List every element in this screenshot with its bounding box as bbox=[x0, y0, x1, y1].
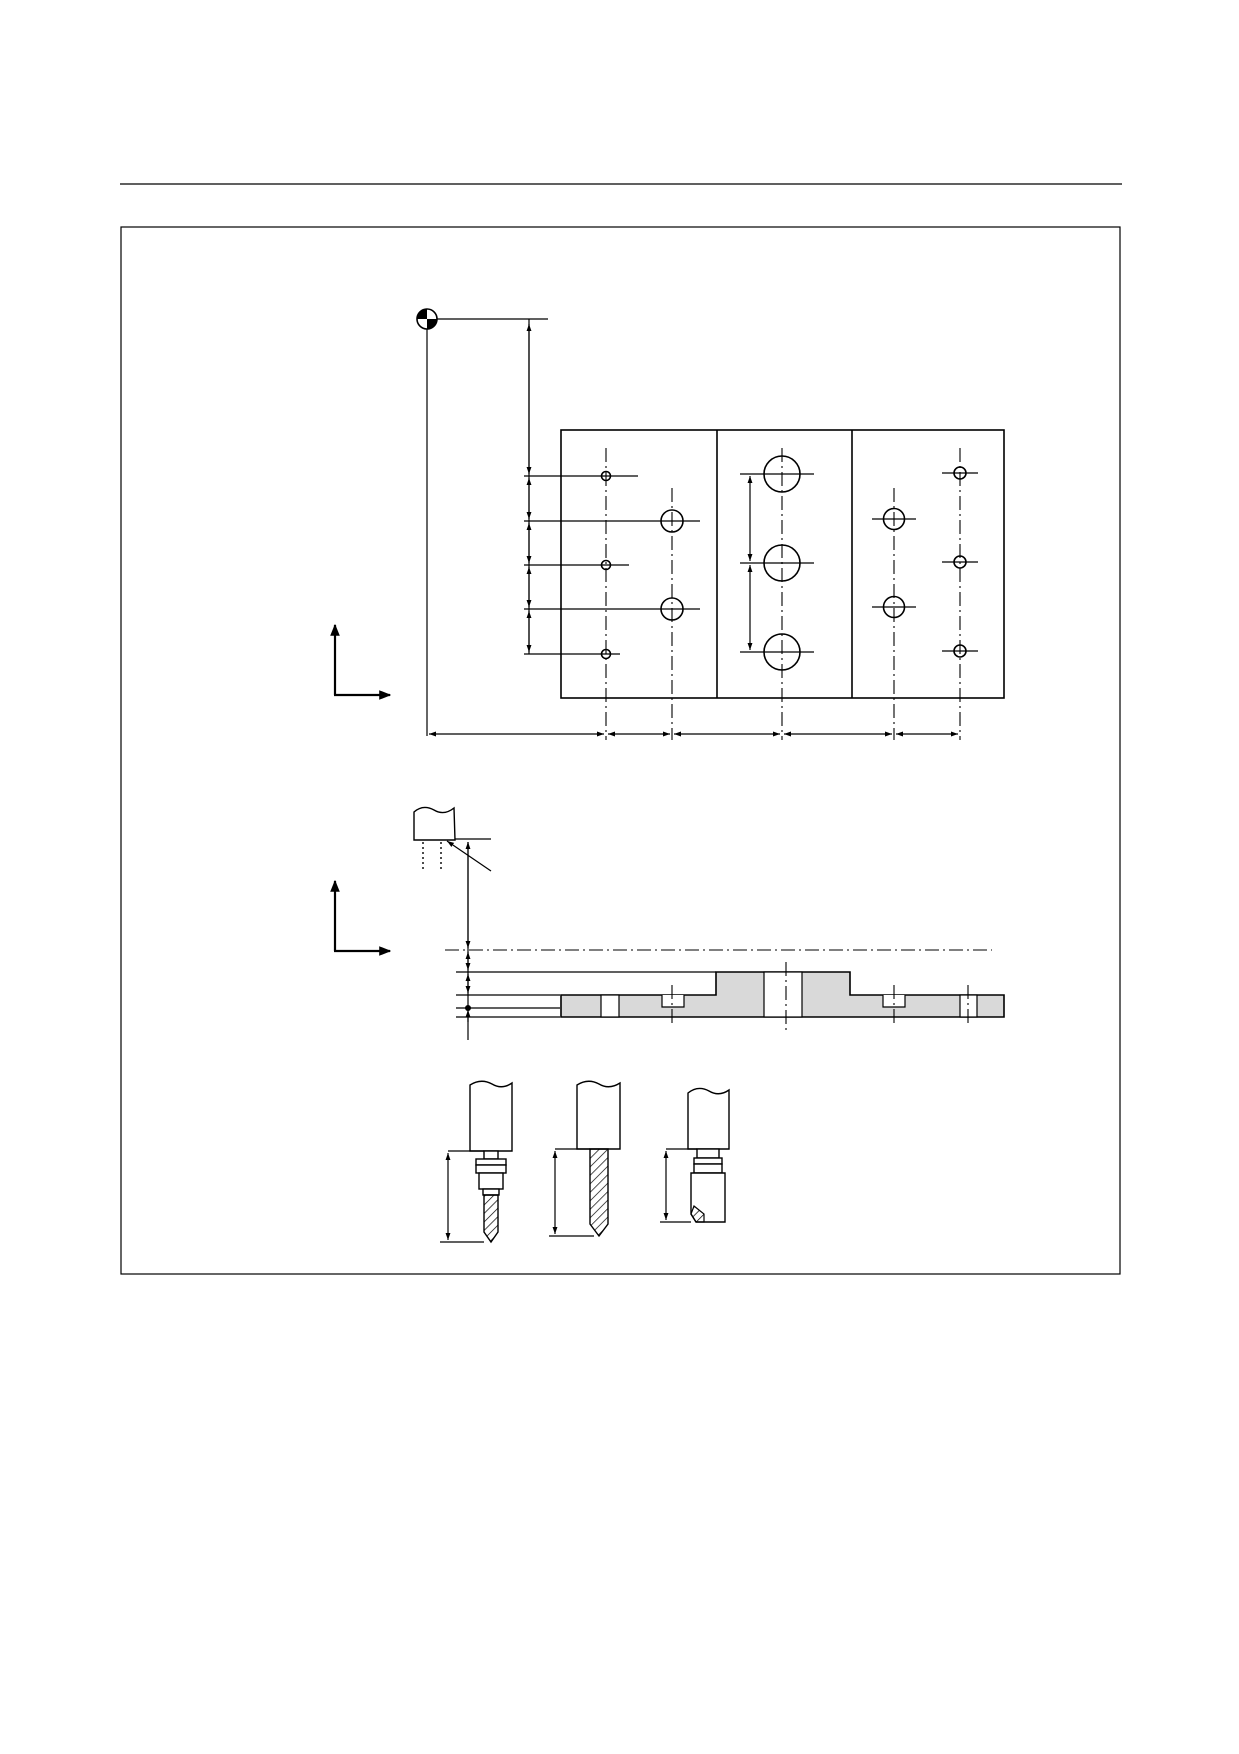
counterbore-tool-icon bbox=[660, 1087, 730, 1223]
twist-drill-icon bbox=[549, 1080, 621, 1238]
workpiece-zero-icon bbox=[416, 308, 438, 330]
hole bbox=[872, 507, 916, 531]
coordinate-axes-icon bbox=[330, 623, 392, 700]
hole bbox=[942, 466, 978, 480]
hole bbox=[942, 555, 978, 569]
hole bbox=[740, 544, 814, 582]
hole bbox=[524, 559, 629, 571]
hole bbox=[524, 648, 620, 660]
top-view bbox=[330, 308, 1005, 740]
vertical-dimension-chain bbox=[526, 319, 753, 654]
hole bbox=[524, 470, 638, 482]
center-drill-icon bbox=[440, 1080, 513, 1244]
hole bbox=[872, 595, 916, 619]
hole bbox=[524, 509, 700, 533]
depth-dimension-chain bbox=[465, 842, 471, 1040]
hole bbox=[740, 455, 814, 493]
tool-holder-icon bbox=[413, 806, 492, 872]
side-section-view bbox=[330, 806, 1005, 1040]
hole bbox=[942, 644, 978, 658]
coordinate-axes-icon bbox=[330, 879, 392, 956]
hole bbox=[740, 633, 814, 671]
figure-frame bbox=[120, 226, 1121, 1275]
tool-set bbox=[440, 1080, 730, 1244]
hole bbox=[524, 597, 700, 621]
